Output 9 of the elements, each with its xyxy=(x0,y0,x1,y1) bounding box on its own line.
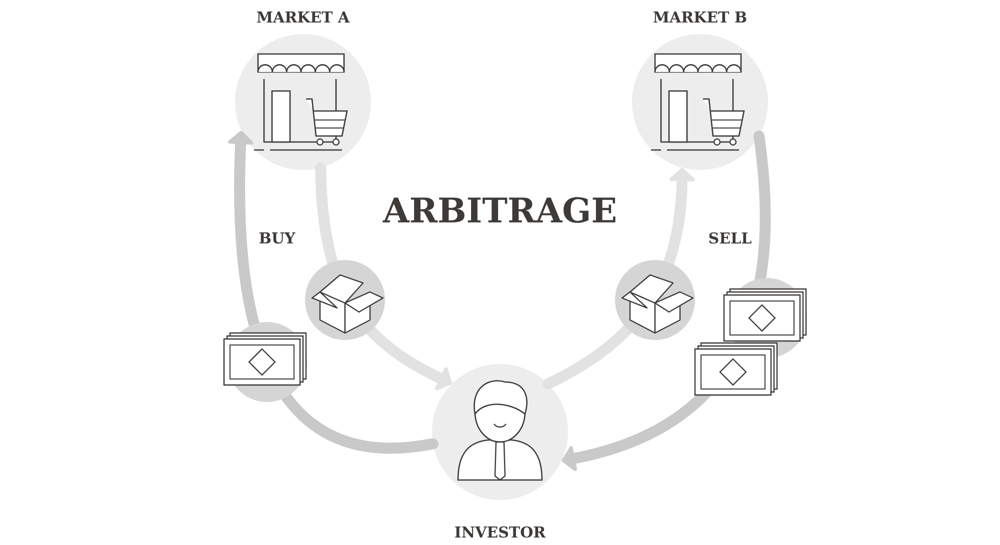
node-label: INVESTOR xyxy=(455,526,546,538)
node-label: MARKET B xyxy=(654,12,746,22)
side-label: BUY xyxy=(259,232,296,244)
side-label: SELL xyxy=(709,232,752,244)
investor-node: INVESTOR xyxy=(432,364,568,538)
market-node: MARKET A xyxy=(235,12,371,170)
node-label: MARKET A xyxy=(257,12,350,22)
title: ARBITRAGE xyxy=(382,197,616,223)
market-node: MARKET B xyxy=(632,12,768,170)
